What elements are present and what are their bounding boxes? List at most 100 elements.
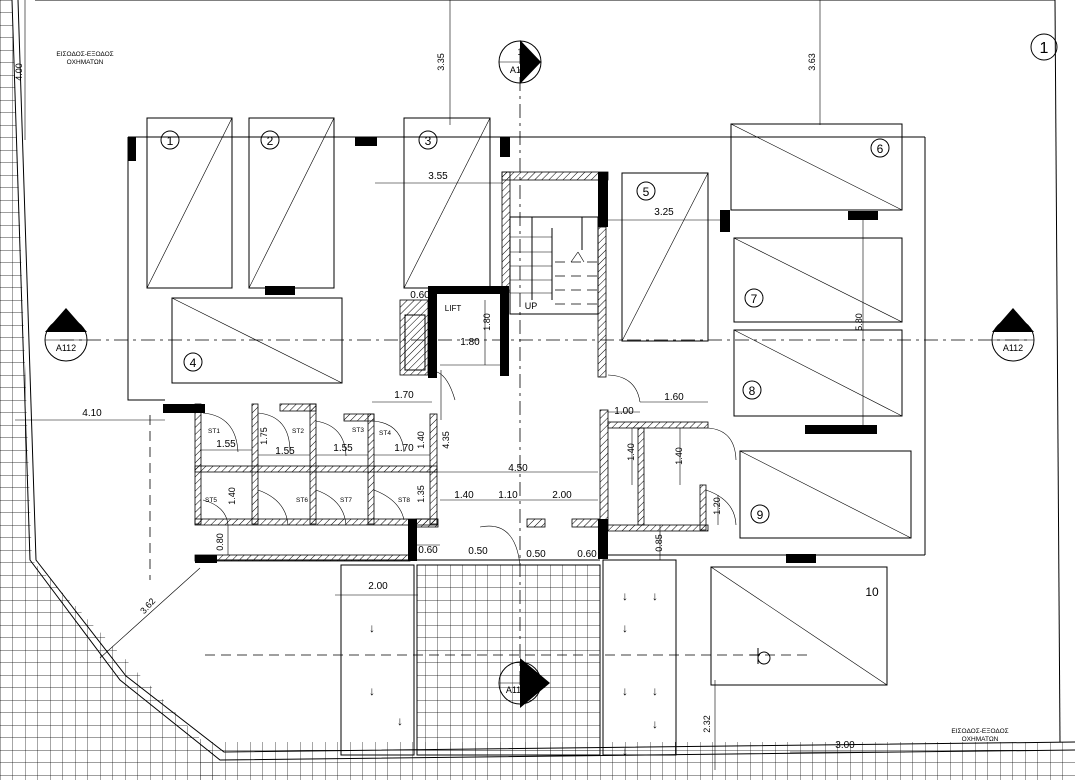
dim-4-00: 4.00 [14, 63, 24, 81]
dim-0-85: 0.85 [654, 534, 664, 552]
parking-number-2: 2 [260, 130, 280, 150]
section-marker-left: 1 A112 [44, 308, 88, 362]
svg-text:4: 4 [190, 356, 197, 370]
entrance-label-top-2: ΟΧΗΜΑΤΩΝ [67, 59, 104, 66]
parking-number-4: 4 [183, 352, 203, 372]
dim-1-40-a: 1.40 [416, 431, 426, 449]
dim-1-70-b: 1.70 [394, 443, 414, 454]
svg-text:↓: ↓ [652, 589, 658, 603]
storage-st6: ST6 [296, 497, 308, 504]
section-right-num: 1 [1010, 324, 1015, 334]
dim-1-20: 1.20 [712, 497, 722, 515]
section-marker-top: 1 A113 [498, 40, 542, 84]
dim-1-10: 1.10 [498, 490, 518, 501]
svg-text:↓: ↓ [652, 684, 658, 698]
entrance-label-bottom-2: ΟΧΗΜΑΤΩΝ [962, 736, 999, 743]
section-right-ref: A112 [1003, 343, 1023, 353]
dim-1-40-e: 1.40 [454, 490, 474, 501]
staircase [509, 216, 599, 315]
dim-3-55: 3.55 [428, 171, 448, 182]
svg-text:9: 9 [757, 508, 764, 522]
storage-st2: ST2 [292, 428, 304, 435]
parking-bays [146, 117, 912, 756]
dim-3-35: 3.35 [436, 53, 446, 71]
parking-number-9: 9 [750, 504, 770, 524]
dim-3-25: 3.25 [654, 207, 674, 218]
dim-1-75: 1.75 [259, 427, 269, 445]
dim-1-40-d: 1.40 [227, 487, 237, 505]
dim-0-60-b: 0.60 [418, 545, 438, 556]
entrance-label-bottom-1: ΕΙΣΟΔΟΣ-ΕΞΟΔΟΣ [951, 728, 1008, 735]
svg-text:↓: ↓ [622, 744, 628, 758]
parking-number-1: 1 [160, 130, 180, 150]
svg-text:↓: ↓ [622, 621, 628, 635]
svg-text:↓: ↓ [622, 684, 628, 698]
plot-number-marker: 1 [1030, 33, 1058, 61]
doors [202, 370, 737, 566]
dim-0-60: 0.60 [410, 290, 430, 301]
section-marker-bottom: A113 [498, 658, 550, 708]
dim-3-62: 3.62 [138, 596, 157, 616]
stair-up-label: UP [525, 301, 538, 311]
dim-0-80: 0.80 [215, 533, 225, 551]
dim-1-70-a: 1.70 [394, 390, 414, 401]
svg-text:↓: ↓ [652, 717, 658, 731]
dim-2-00-a: 2.00 [552, 490, 572, 501]
walls [128, 137, 878, 563]
svg-text:↓: ↓ [397, 714, 403, 728]
entrance-paving [416, 564, 601, 756]
building-outline [127, 136, 926, 561]
storage-st7: ST7 [340, 497, 352, 504]
dimension-lines [15, 0, 905, 770]
parking-number-6: 6 [870, 138, 890, 158]
dimension-texts: 4.00 3.35 3.63 3.55 3.25 5.80 4.10 0.60 … [14, 53, 864, 751]
dim-1-80-h: 1.80 [460, 337, 480, 348]
svg-text:↓: ↓ [622, 589, 628, 603]
section-bottom-ref: A113 [506, 685, 526, 695]
svg-text:7: 7 [751, 292, 758, 306]
svg-text:3: 3 [425, 134, 432, 148]
svg-text:8: 8 [749, 384, 756, 398]
parking-number-7: 7 [744, 288, 764, 308]
dim-1-60: 1.60 [664, 392, 684, 403]
entrance-label-top-1: ΕΙΣΟΔΟΣ-ΕΞΟΔΟΣ [56, 51, 113, 58]
dim-4-35: 4.35 [441, 431, 451, 449]
storage-st1: ST1 [208, 428, 220, 435]
dim-1-55-a: 1.55 [216, 439, 236, 450]
svg-text:2: 2 [267, 134, 274, 148]
dim-4-50: 4.50 [508, 463, 528, 474]
dim-4-10: 4.10 [82, 408, 102, 419]
dim-1-35: 1.35 [416, 485, 426, 503]
parking-number-10: 10 [865, 585, 879, 599]
storage-st3: ST3 [352, 427, 364, 434]
storage-st4: ST4 [379, 430, 391, 437]
dim-2-00-b: 2.00 [368, 581, 388, 592]
dim-2-32: 2.32 [702, 715, 712, 733]
lift-label: LIFT [445, 304, 462, 313]
dim-1-55-c: 1.55 [333, 443, 353, 454]
parking-number-3: 3 [418, 130, 438, 150]
svg-text:↓: ↓ [369, 621, 375, 635]
ramp-arrows: ↓ ↓ ↓ ↓ ↓ ↓ ↓ ↓ ↓ ↓ [369, 589, 658, 758]
section-marker-right: 1 A112 [991, 308, 1035, 362]
section-left-ref: A112 [56, 343, 76, 353]
svg-text:5: 5 [643, 185, 650, 199]
parking-number-8: 8 [742, 380, 762, 400]
dim-0-50-b: 0.50 [526, 549, 546, 560]
dim-1-00: 1.00 [614, 406, 634, 417]
dim-3-00: 3.00 [835, 740, 855, 751]
plot-number: 1 [1040, 40, 1049, 57]
section-left-num: 1 [63, 324, 68, 334]
dim-1-40-b: 1.40 [626, 443, 636, 461]
wheelchair-icon [750, 648, 771, 665]
dim-1-80-v: 1.80 [482, 313, 492, 331]
svg-text:↓: ↓ [369, 684, 375, 698]
dim-5-80: 5.80 [854, 313, 864, 331]
dim-1-40-c: 1.40 [674, 447, 684, 465]
section-top-num: 1 [517, 47, 522, 57]
section-top-ref: A113 [510, 65, 530, 75]
dim-3-63: 3.63 [807, 53, 817, 71]
dim-1-55-b: 1.55 [275, 446, 295, 457]
storage-st8: ST8 [398, 497, 410, 504]
